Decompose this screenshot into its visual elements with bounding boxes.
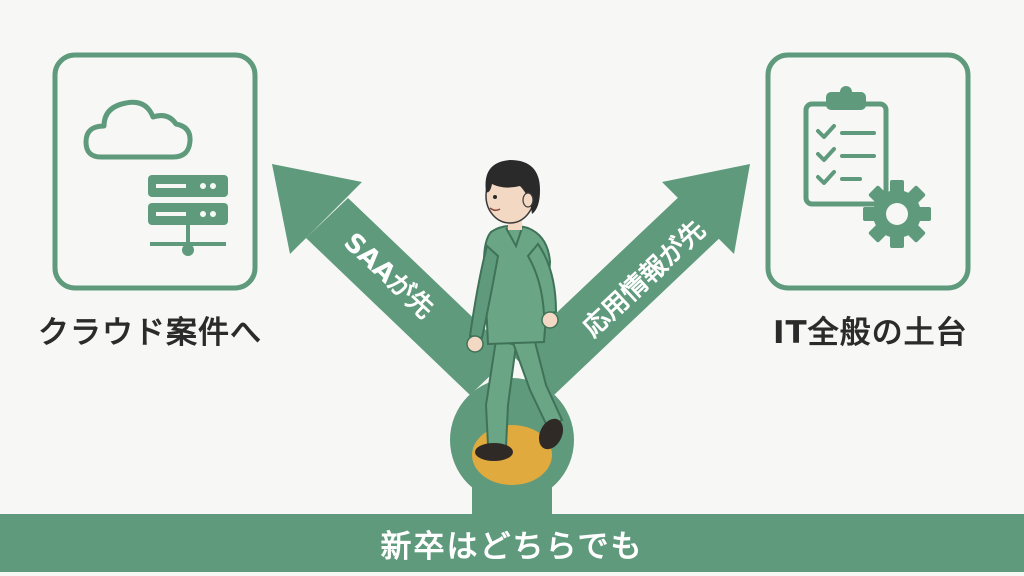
server-rack-icon: [148, 175, 228, 225]
walking-person-icon: [466, 160, 564, 461]
cloud-icon: [83, 99, 193, 160]
right-box-label: IT全般の土台: [773, 315, 968, 351]
left-box-label: クラウド案件へ: [38, 315, 262, 351]
network-icon: [150, 225, 226, 256]
bottom-banner-label: 新卒はどちらでも: [380, 528, 644, 565]
right-box: [765, 52, 971, 291]
right-arrow: [512, 164, 750, 395]
clipboard-checklist-icon: [803, 86, 889, 207]
left-box: [52, 52, 258, 291]
bottom-banner: 新卒はどちらでも: [0, 514, 1024, 572]
gear-icon: [863, 180, 931, 248]
left-arrow: [272, 164, 512, 428]
